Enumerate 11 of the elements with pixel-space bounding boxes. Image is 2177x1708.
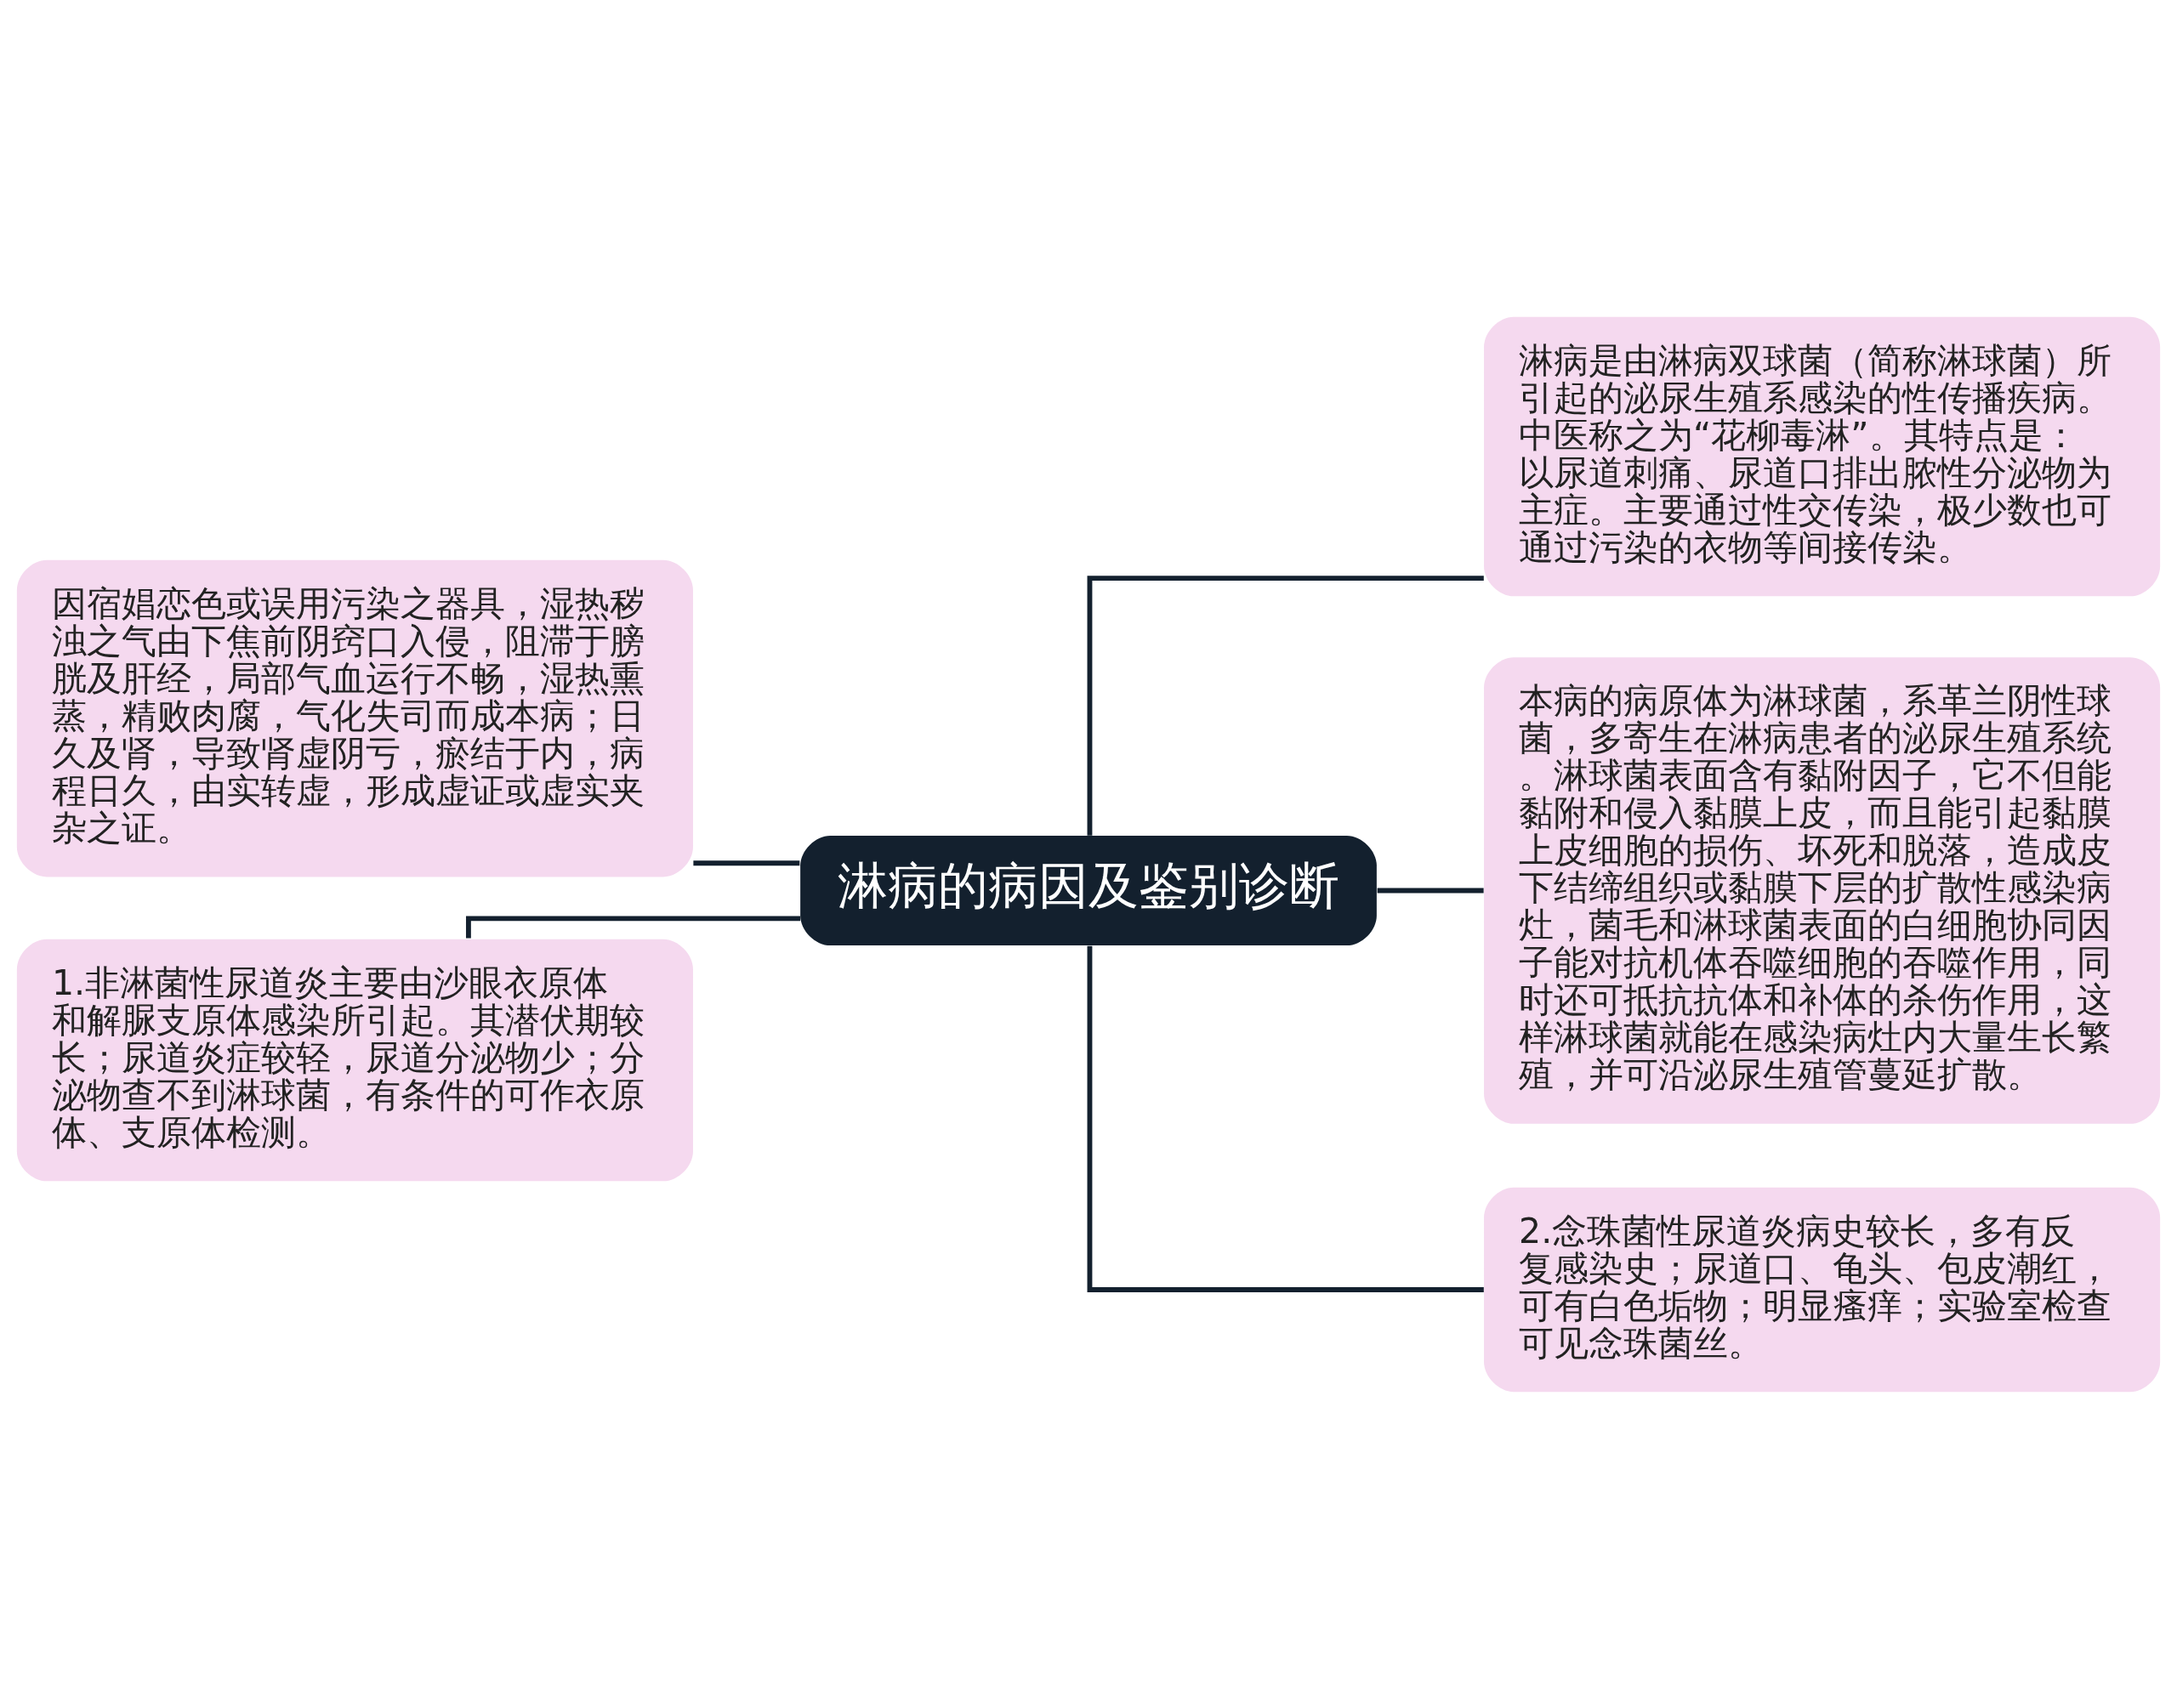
connector [1087, 945, 1484, 1292]
node-box: 1.非淋菌性尿道炎主要由沙眼衣原体和解脲支原体感染所引起。其潜伏期较长；尿道炎症较轻，尿道分泌物少；分泌物查不到淋球菌，有条件的可作衣原体、支原体检测。 [16, 939, 693, 1181]
node-box: 淋病的病因及鉴别诊断 [800, 835, 1377, 945]
node-box: 2.念珠菌性尿道炎病史较长，多有反复感染史；尿道口、龟头、包皮潮红，可有白色垢物；明显瘙痒；实验室检查可见念珠菌丝。 [1484, 1187, 2161, 1392]
connector [1087, 575, 1484, 836]
connector [466, 915, 801, 938]
connector [693, 860, 800, 865]
node-box: 淋病是由淋病双球菌（简称淋球菌）所引起的泌尿生殖系感染的性传播疾病。中医称之为“花柳毒淋”。其特点是：以尿道刺痛、尿道口排出脓性分泌物为主症。主要通过性交传染，极少数也可通过污染的衣物等间接传染。 [1484, 316, 2161, 596]
connector [1377, 888, 1484, 893]
node-box: 因宿娼恋色或误用污染之器具，湿热秽浊之气由下焦前阴窍口入侵，阻滞于膀胱及肝经，局部气血运行不畅，湿热熏蒸，精败肉腐，气化失司而成本病；日久及肾，导致肾虚阴亏，瘀结于内，病程日久，由实转虚，形成虚证或虚实夹杂之证。 [16, 559, 693, 877]
node-box: 本病的病原体为淋球菌，系革兰阴性球菌，多寄生在淋病患者的泌尿生殖系统。淋球菌表面含有黏附因子，它不但能黏附和侵入黏膜上皮，而且能引起黏膜上皮细胞的损伤、坏死和脱落，造成皮下结缔组织或黏膜下层的扩散性感染病灶，菌毛和淋球菌表面的白细胞协同因子能对抗机体吞噬细胞的吞噬作用，同时还可抵抗抗体和补体的杀伤作用，这样淋球菌就能在感染病灶内大量生长繁殖，并可沿泌尿生殖管蔓延扩散。 [1484, 656, 2161, 1124]
